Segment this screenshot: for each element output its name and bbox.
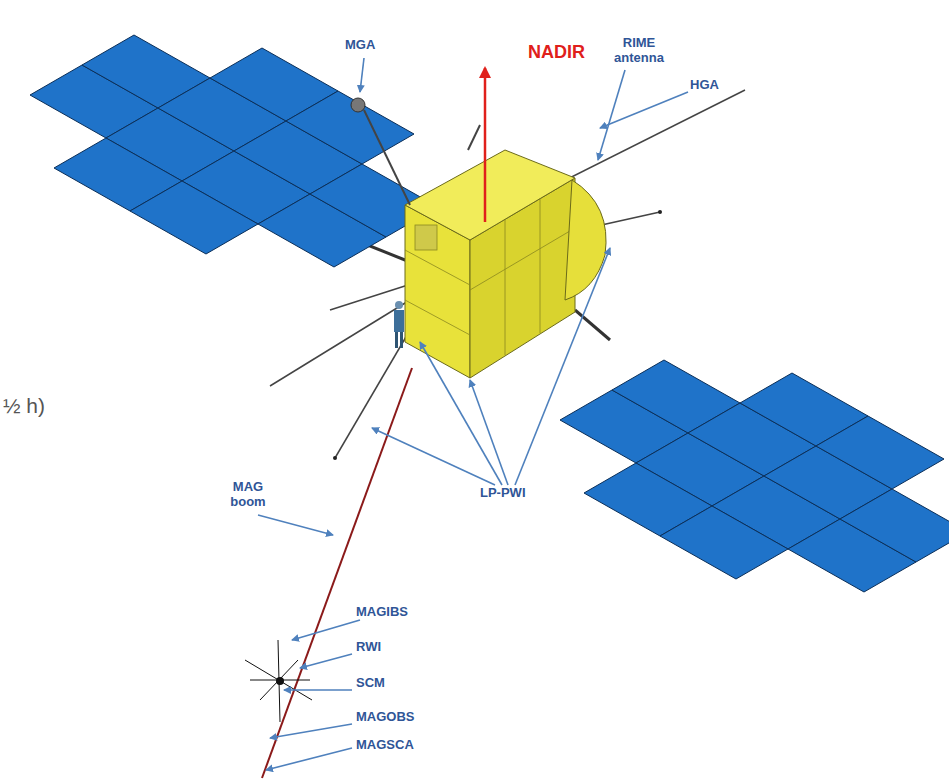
mga-mast	[468, 125, 480, 150]
array-yoke	[575, 310, 610, 340]
medium-gain-antenna	[351, 98, 365, 112]
callout-label: HGA	[690, 78, 719, 93]
solar-panel	[286, 91, 414, 164]
callout-label: SCM	[356, 676, 385, 691]
solar-panel	[816, 416, 944, 489]
lp-pwi-boom	[330, 285, 408, 310]
callout-label: MAGIBS	[356, 605, 408, 620]
solar-panel	[660, 506, 788, 579]
mga-mast	[364, 110, 410, 205]
rime-antenna	[270, 300, 410, 386]
scm-sensor	[276, 677, 284, 685]
callout-label: ½ h)	[3, 394, 45, 418]
callout-label: MAGOBS	[356, 710, 415, 725]
callout-label: MAG boom	[218, 480, 278, 510]
leader-lines	[258, 58, 688, 770]
solar-panel	[840, 489, 949, 562]
callout-label: RWI	[356, 640, 381, 655]
high-gain-antenna	[565, 180, 606, 300]
direction-label: NADIR	[528, 42, 585, 63]
lp-pwi-boom	[335, 330, 410, 458]
body-details	[405, 198, 575, 355]
rwi-antennas	[245, 640, 312, 722]
callout-label: RIME antenna	[604, 36, 674, 66]
nadir-arrow	[484, 68, 487, 222]
callout-label: LP-PWI	[480, 486, 526, 501]
human-figure	[394, 301, 404, 348]
probe	[333, 456, 337, 460]
probe	[658, 210, 662, 214]
solar-panel	[130, 181, 258, 254]
solar-panels	[30, 35, 949, 592]
callout-label: MAGSCA	[356, 738, 414, 753]
callout-label: MGA	[345, 38, 375, 53]
